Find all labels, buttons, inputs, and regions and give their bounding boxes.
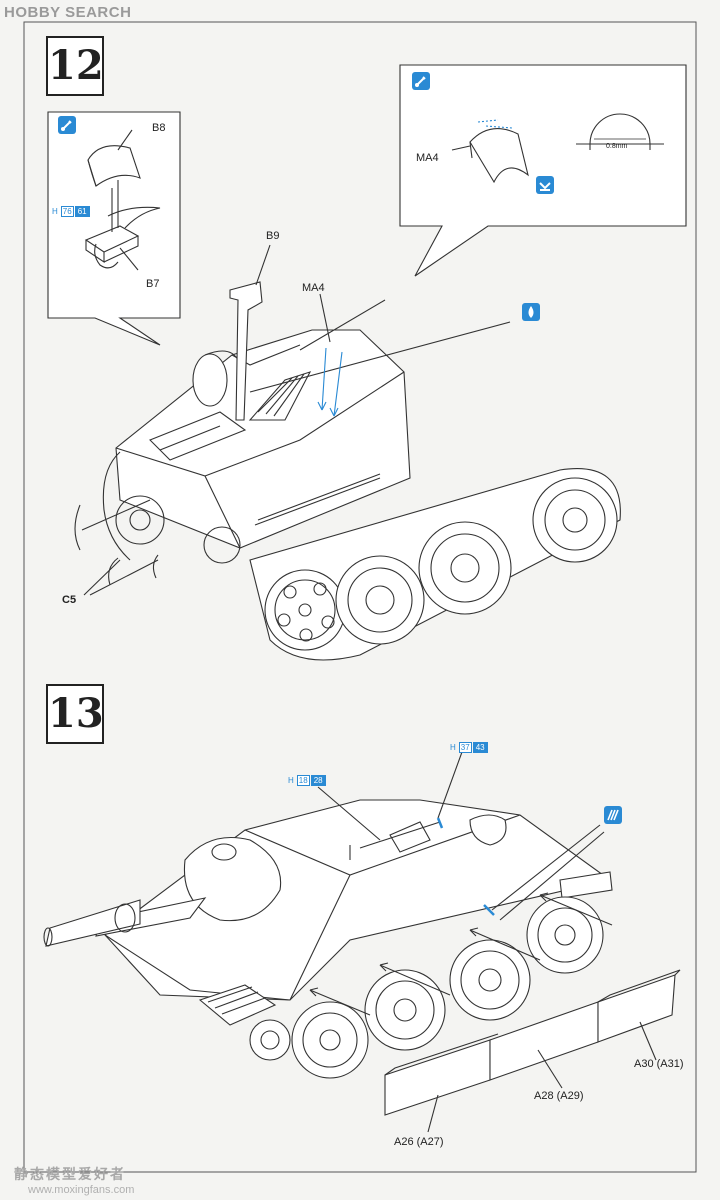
paint-code-tag-1: H 18 28 [288, 775, 326, 786]
part-label-ma4: MA4 [302, 282, 325, 294]
part-label-a30: A30 (A31) [634, 1058, 684, 1070]
part-label-a28: A28 (A29) [534, 1090, 584, 1102]
watermark-bottom: 静态模型爱好者 www.moxingfans.com [14, 1164, 194, 1196]
dimension-label: 0.8mm [606, 143, 628, 150]
watermark-bottom-cn: 静态模型爱好者 [14, 1166, 126, 1182]
step-number-12: 12 [46, 36, 104, 96]
callout-right-frame [399, 64, 687, 277]
part-label-b7: B7 [146, 278, 160, 290]
paint-icon [58, 116, 76, 134]
part-label-b9: B9 [266, 230, 280, 242]
paint-code-a: 18 [296, 775, 310, 786]
paint-code-prefix: H [52, 207, 58, 216]
paint-code-tag-b8: H 76 61 [52, 206, 90, 217]
cement-drop-icon [522, 303, 540, 321]
paint-code-tag-2: H 37 43 [450, 742, 488, 753]
part-label-b8: B8 [152, 122, 166, 134]
part-label-ma4-detail: MA4 [416, 152, 439, 164]
watermark-top: HOBBY SEARCH [4, 4, 132, 21]
part-label-c5: C5 [62, 594, 77, 606]
paint-code-b: 28 [310, 775, 326, 786]
do-not-glue-icon [536, 176, 554, 194]
paint-code-b: 61 [74, 206, 90, 217]
paint-code-a: 37 [458, 742, 472, 753]
paint-code-prefix: H [450, 743, 456, 752]
paint-code-prefix: H [288, 776, 294, 785]
paint-stripes-icon [604, 806, 622, 824]
step-number-13: 13 [46, 684, 104, 744]
paint-code-a: 76 [60, 206, 74, 217]
watermark-bottom-url: www.moxingfans.com [28, 1184, 135, 1196]
paint-code-b: 43 [472, 742, 488, 753]
part-label-a26: A26 (A27) [394, 1136, 444, 1148]
paint-icon [412, 72, 430, 90]
